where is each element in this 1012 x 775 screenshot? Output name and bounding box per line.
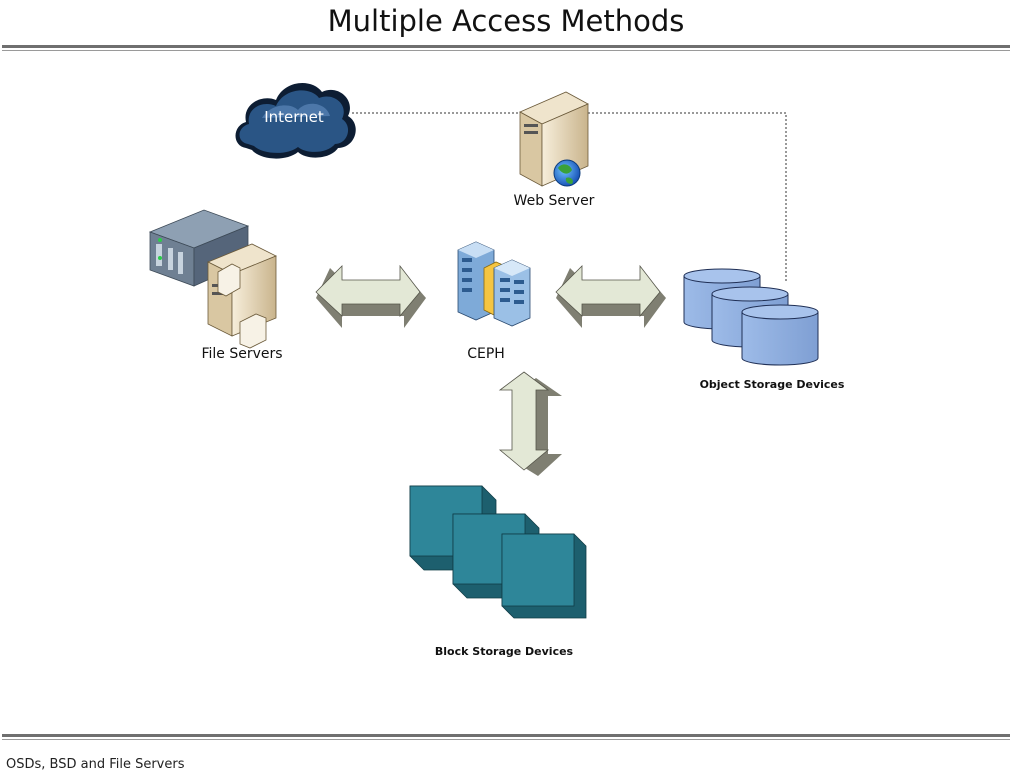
file-servers-label: File Servers xyxy=(201,346,283,362)
internet-label: Internet xyxy=(264,108,324,126)
ceph-label: CEPH xyxy=(467,346,505,362)
file-ceph-arrow xyxy=(315,264,426,328)
ceph-icon[interactable] xyxy=(457,241,531,327)
internet-osd-connector xyxy=(352,112,787,282)
internet-cloud-icon[interactable]: Internet xyxy=(235,82,356,159)
object-storage-label: Object Storage Devices xyxy=(699,378,845,391)
ceph-osd-arrow xyxy=(555,264,666,328)
object-storage-icon[interactable] xyxy=(683,268,819,366)
page-title: Multiple Access Methods xyxy=(327,4,685,38)
block-storage-icon[interactable] xyxy=(409,485,587,619)
ceph-block-arrow xyxy=(498,371,562,476)
web-server-icon[interactable] xyxy=(519,91,589,187)
web-server-label: Web Server xyxy=(513,193,595,209)
footer-caption: OSDs, BSD and File Servers xyxy=(6,757,185,772)
top-divider xyxy=(2,45,1010,51)
block-storage-label: Block Storage Devices xyxy=(434,645,574,658)
file-servers-icon[interactable] xyxy=(148,209,277,349)
bottom-divider xyxy=(2,734,1010,740)
